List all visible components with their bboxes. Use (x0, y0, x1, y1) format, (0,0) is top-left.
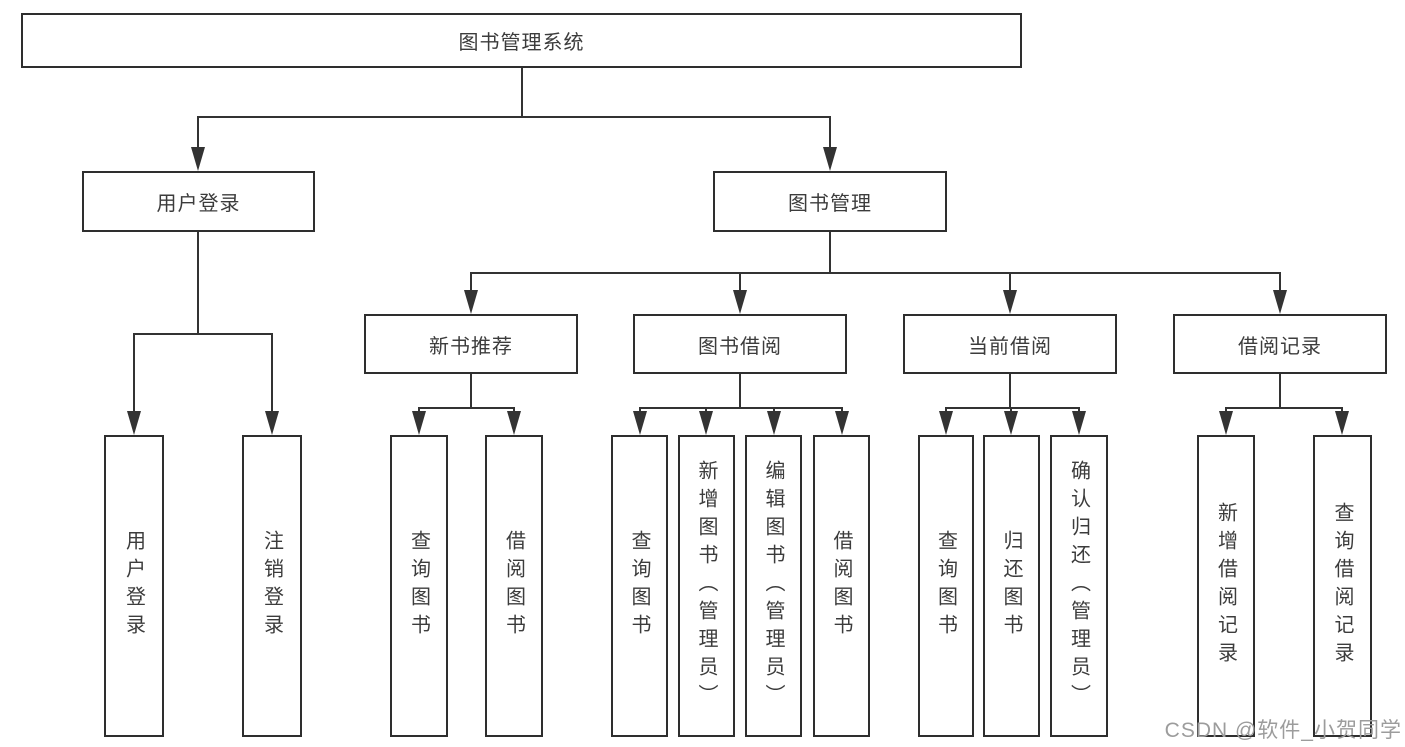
leaf-query-books-recommend: 查询图书 (390, 435, 448, 737)
leaf-add-borrow-record: 新增借阅记录 (1197, 435, 1255, 737)
leaf-confirm-return-admin: 确认归还（管理员） (1050, 435, 1108, 737)
node-borrow-records: 借阅记录 (1173, 314, 1387, 374)
node-book-borrow: 图书借阅 (633, 314, 847, 374)
leaf-add-book-admin: 新增图书（管理员） (678, 435, 735, 737)
leaf-edit-book-admin: 编辑图书（管理员） (745, 435, 802, 737)
leaf-user-login: 用户登录 (104, 435, 164, 737)
node-user-login: 用户登录 (82, 171, 315, 232)
leaf-borrow-books-recommend: 借阅图书 (485, 435, 543, 737)
leaf-logout: 注销登录 (242, 435, 302, 737)
leaf-query-borrow-record: 查询借阅记录 (1313, 435, 1372, 737)
node-current-borrow: 当前借阅 (903, 314, 1117, 374)
node-book-management: 图书管理 (713, 171, 947, 232)
leaf-query-books-borrow: 查询图书 (611, 435, 668, 737)
node-root: 图书管理系统 (21, 13, 1022, 68)
node-new-book-recommend: 新书推荐 (364, 314, 578, 374)
leaf-borrow-books: 借阅图书 (813, 435, 870, 737)
leaf-return-books: 归还图书 (983, 435, 1040, 737)
leaf-query-books-current: 查询图书 (918, 435, 974, 737)
watermark: CSDN @软件_小贺同学 (1164, 719, 1402, 742)
